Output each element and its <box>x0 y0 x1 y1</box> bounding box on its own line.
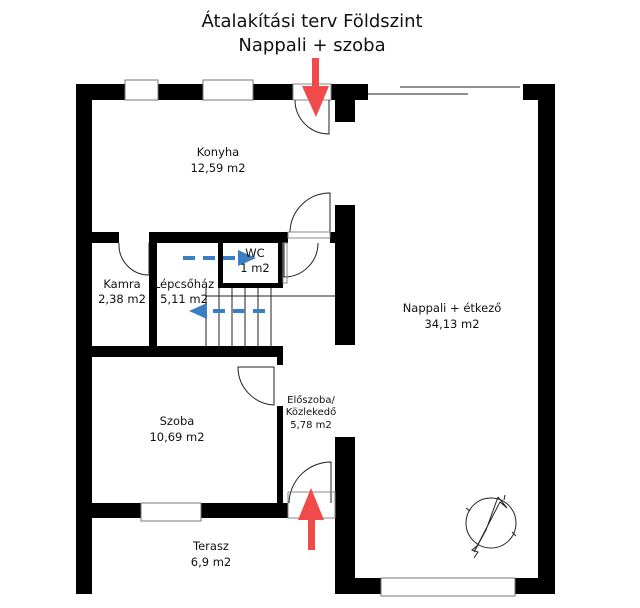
entry-arrow-top <box>302 58 329 117</box>
window <box>124 79 159 101</box>
path-arrow-up-stairs <box>183 250 256 266</box>
north-arrow-icon <box>465 494 517 559</box>
room-nappali-name: Nappali + étkező <box>402 301 502 315</box>
room-nappali-area: 34,13 m2 <box>424 317 480 331</box>
door-swing-konyha <box>289 192 331 233</box>
window <box>202 79 254 101</box>
room-lepcsohaz-area: 5,11 m2 <box>160 292 208 306</box>
window <box>380 577 516 597</box>
door-swing-wc <box>283 242 319 278</box>
door-swing-entrance-bottom <box>288 461 332 504</box>
room-terasz-name: Terasz <box>193 539 229 553</box>
room-terasz-area: 6,9 m2 <box>190 555 232 569</box>
room-wc-name: WC <box>245 246 265 260</box>
plan-title-line2: Nappali + szoba <box>238 35 386 56</box>
room-szoba-area: 10,69 m2 <box>149 430 205 444</box>
room-konyha-name: Konyha <box>196 145 240 159</box>
wall-middle-lower <box>335 437 355 594</box>
wall-szoba-top <box>92 346 283 357</box>
room-eloszoba-name: Előszoba/ <box>287 395 335 406</box>
room-konyha-area: 12,59 m2 <box>190 161 246 175</box>
wall-wc-right <box>278 243 283 288</box>
wall-szoba-right <box>277 357 283 365</box>
room-wc-area: 1 m2 <box>240 261 270 275</box>
room-eloszoba-area: 5,78 m2 <box>290 420 332 431</box>
wall-szoba-bottom <box>92 503 141 518</box>
wall-konyha-bottom <box>92 232 119 243</box>
plan-title-line1: Átalakítási terv Földszint <box>201 11 423 32</box>
door-swing-entrance-top <box>294 99 330 135</box>
door-swing-kamra <box>118 243 150 276</box>
door-swing-szoba <box>237 366 275 406</box>
entry-arrow-bottom <box>298 488 324 550</box>
wall-wc-bottom <box>218 283 283 288</box>
stairs <box>205 288 335 346</box>
wall-top-right <box>523 84 555 100</box>
wall-top <box>76 84 125 100</box>
path-arrow-down-stairs <box>189 303 265 319</box>
room-szoba-name: Szoba <box>159 414 195 428</box>
windows <box>124 79 516 597</box>
wall-kamra <box>149 243 157 347</box>
wall-right <box>538 100 555 594</box>
wall-wc-left <box>218 243 223 288</box>
room-lepcsohaz-name: Lépcsőház <box>153 277 215 291</box>
walls <box>76 84 555 594</box>
room-kamra-area: 2,38 m2 <box>98 292 146 306</box>
room-kamra-name: Kamra <box>103 277 141 291</box>
wall-left <box>76 84 92 594</box>
doors <box>118 83 336 519</box>
sliding-door <box>368 86 520 95</box>
wall-middle-upper <box>335 205 355 345</box>
window <box>140 502 202 522</box>
room-eloszoba-name2: Közlekedő <box>285 407 337 418</box>
